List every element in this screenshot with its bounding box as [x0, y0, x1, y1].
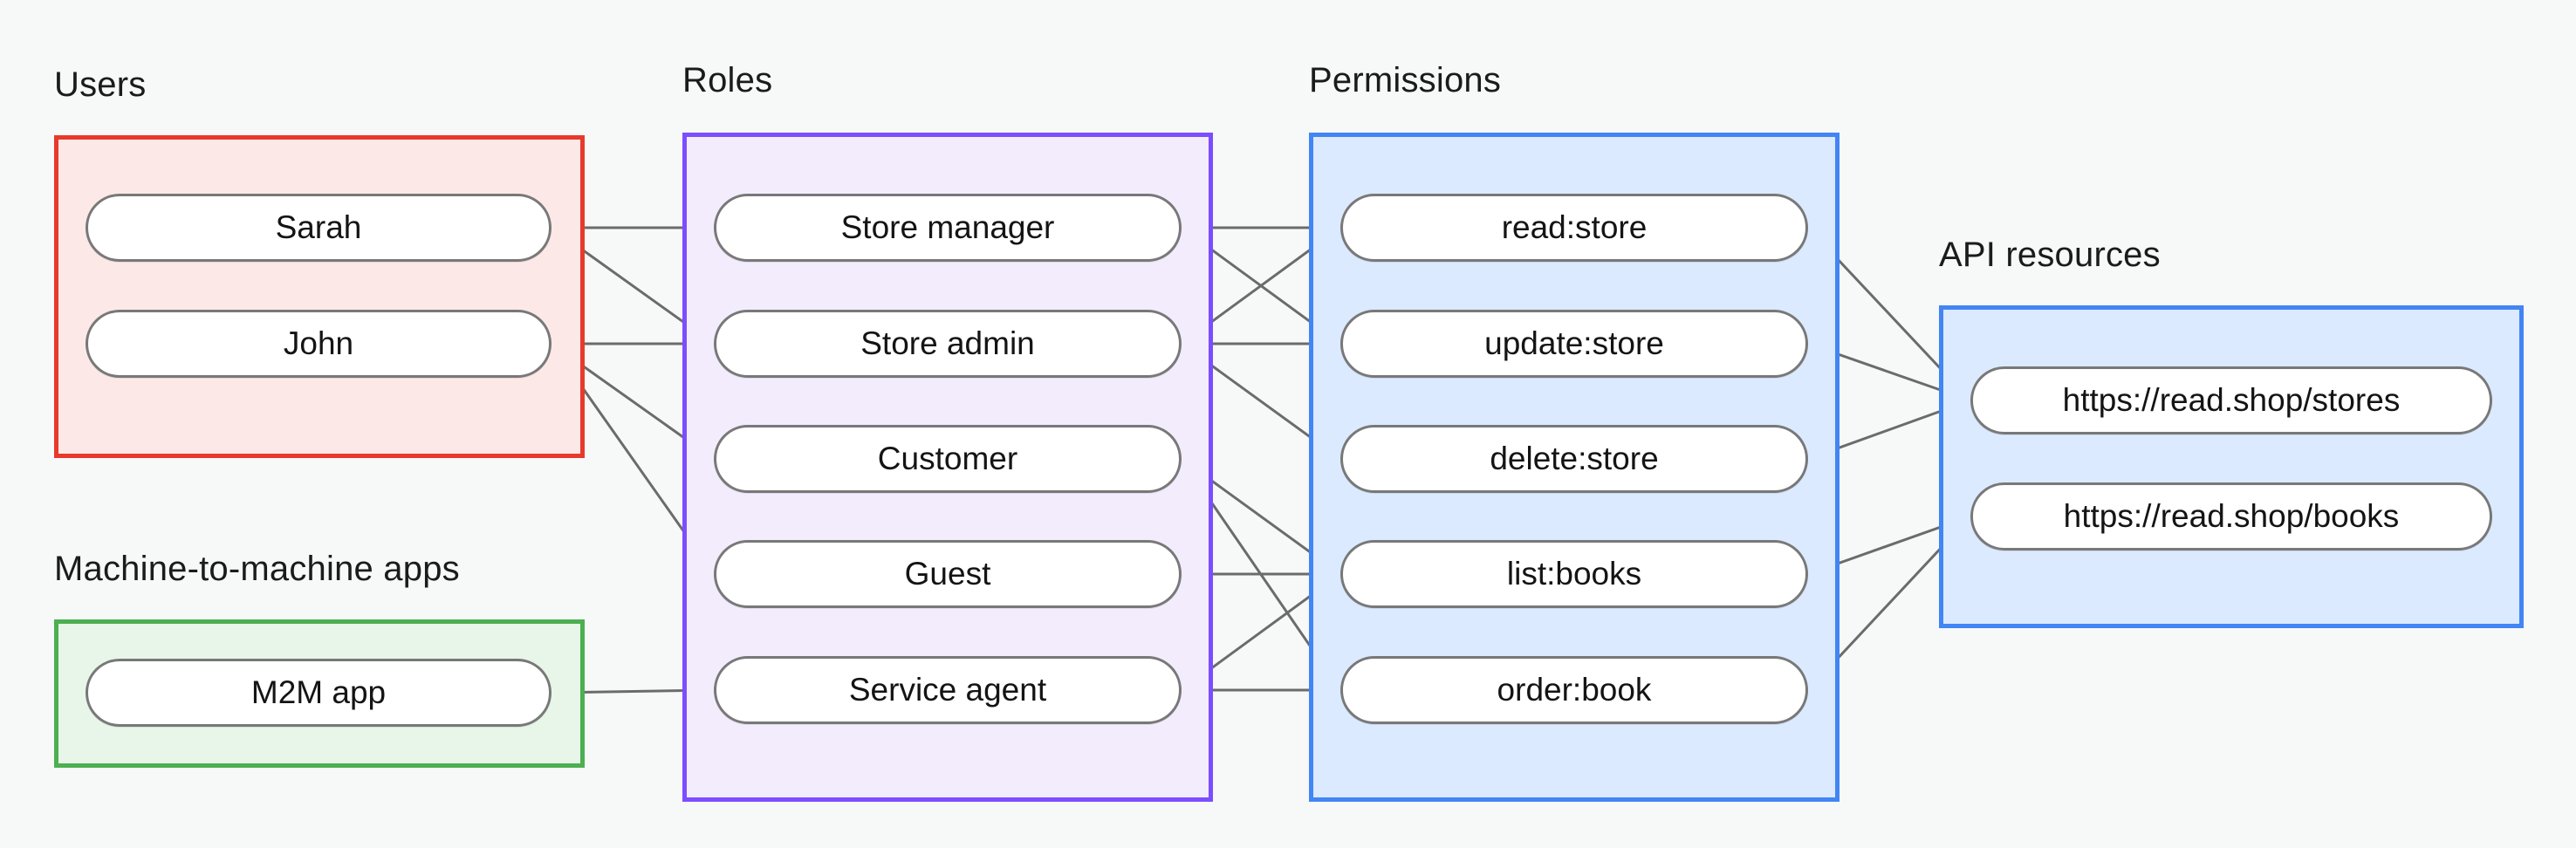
- node-label-customer: Customer: [877, 441, 1018, 476]
- group-title-permissions: Permissions: [1309, 61, 1502, 99]
- group-title-m2m: Machine-to-machine apps: [54, 550, 460, 588]
- node-order-book[interactable]: order:book: [1340, 656, 1808, 724]
- node-john[interactable]: John: [86, 310, 552, 378]
- node-list-books[interactable]: list:books: [1340, 540, 1808, 608]
- group-box-api-resources: [1939, 305, 2524, 628]
- node-read-store[interactable]: read:store: [1340, 194, 1808, 262]
- node-delete-store[interactable]: delete:store: [1340, 425, 1808, 493]
- node-label-delete-store: delete:store: [1490, 441, 1659, 476]
- node-m2mapp[interactable]: M2M app: [86, 659, 552, 727]
- node-res-books[interactable]: https://read.shop/books: [1970, 482, 2492, 551]
- group-title-roles: Roles: [682, 61, 773, 99]
- node-customer[interactable]: Customer: [714, 425, 1182, 493]
- node-store-admin[interactable]: Store admin: [714, 310, 1182, 378]
- node-res-stores[interactable]: https://read.shop/stores: [1970, 366, 2492, 434]
- node-store-manager[interactable]: Store manager: [714, 194, 1182, 262]
- group-title-users: Users: [54, 65, 147, 104]
- node-label-store-manager: Store manager: [840, 209, 1055, 245]
- node-sarah[interactable]: Sarah: [86, 194, 552, 262]
- node-label-order-book: order:book: [1497, 672, 1652, 708]
- node-label-m2mapp: M2M app: [250, 674, 387, 710]
- group-box-users: [54, 135, 585, 458]
- node-guest[interactable]: Guest: [714, 540, 1182, 608]
- node-label-store-admin: Store admin: [860, 325, 1035, 361]
- node-label-john: John: [283, 325, 354, 361]
- node-label-update-store: update:store: [1484, 325, 1664, 361]
- node-label-read-store: read:store: [1501, 209, 1648, 245]
- node-label-res-books: https://read.shop/books: [2063, 498, 2400, 534]
- node-label-sarah: Sarah: [275, 209, 362, 245]
- node-label-guest: Guest: [904, 556, 991, 592]
- node-service-agent[interactable]: Service agent: [714, 656, 1182, 724]
- node-label-res-stores: https://read.shop/stores: [2062, 382, 2401, 418]
- node-update-store[interactable]: update:store: [1340, 310, 1808, 378]
- group-title-api-resources: API resources: [1939, 236, 2161, 274]
- node-label-service-agent: Service agent: [848, 672, 1047, 708]
- node-label-list-books: list:books: [1506, 556, 1642, 592]
